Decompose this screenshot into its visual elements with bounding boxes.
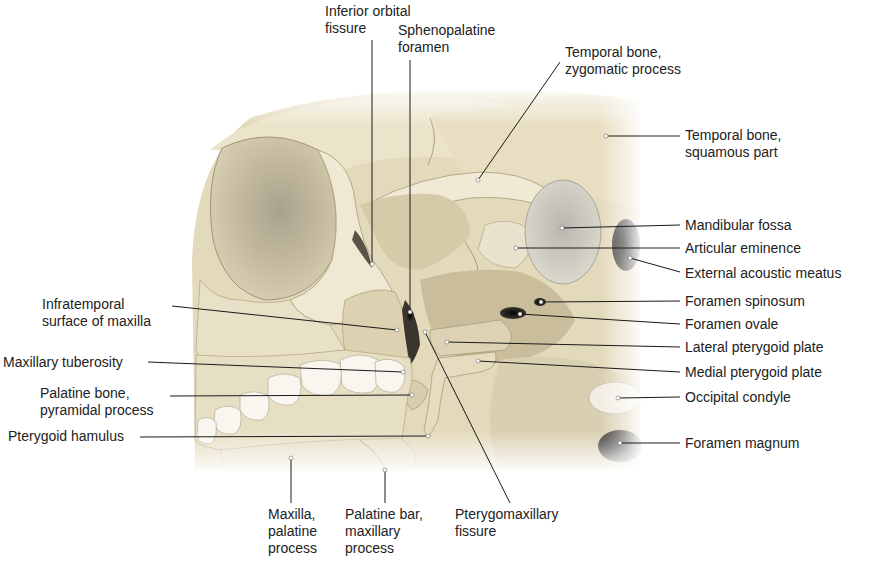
leader-lines	[140, 40, 680, 503]
part-label: Lateral pterygoid plate	[685, 339, 824, 356]
part-label: Foramen magnum	[685, 435, 799, 452]
part-label: Temporal bone, squamous part	[685, 127, 815, 161]
part-label: Articular eminence	[685, 240, 801, 257]
part-label: Occipital condyle	[685, 389, 791, 406]
leader-dots	[289, 134, 632, 472]
part-label: Sphenopalatine foramen	[398, 22, 518, 56]
part-label: Maxillary tuberosity	[3, 354, 123, 371]
part-label: Pterygoid hamulus	[8, 428, 124, 445]
part-label: External acoustic meatus	[685, 265, 841, 282]
part-label: Palatine bone, pyramidal process	[40, 385, 170, 419]
part-label: Maxilla, palatine process	[268, 506, 340, 557]
part-label: Pterygomaxillary fissure	[455, 506, 580, 540]
part-label: Medial pterygoid plate	[685, 364, 822, 381]
part-label: Foramen spinosum	[685, 293, 805, 310]
part-label: Foramen ovale	[685, 316, 778, 333]
part-label: Mandibular fossa	[685, 217, 792, 234]
part-label: Infratemporal surface of maxilla	[42, 296, 172, 330]
part-label: Temporal bone, zygomatic process	[565, 44, 705, 78]
part-label: Palatine bar, maxillary process	[345, 506, 440, 557]
